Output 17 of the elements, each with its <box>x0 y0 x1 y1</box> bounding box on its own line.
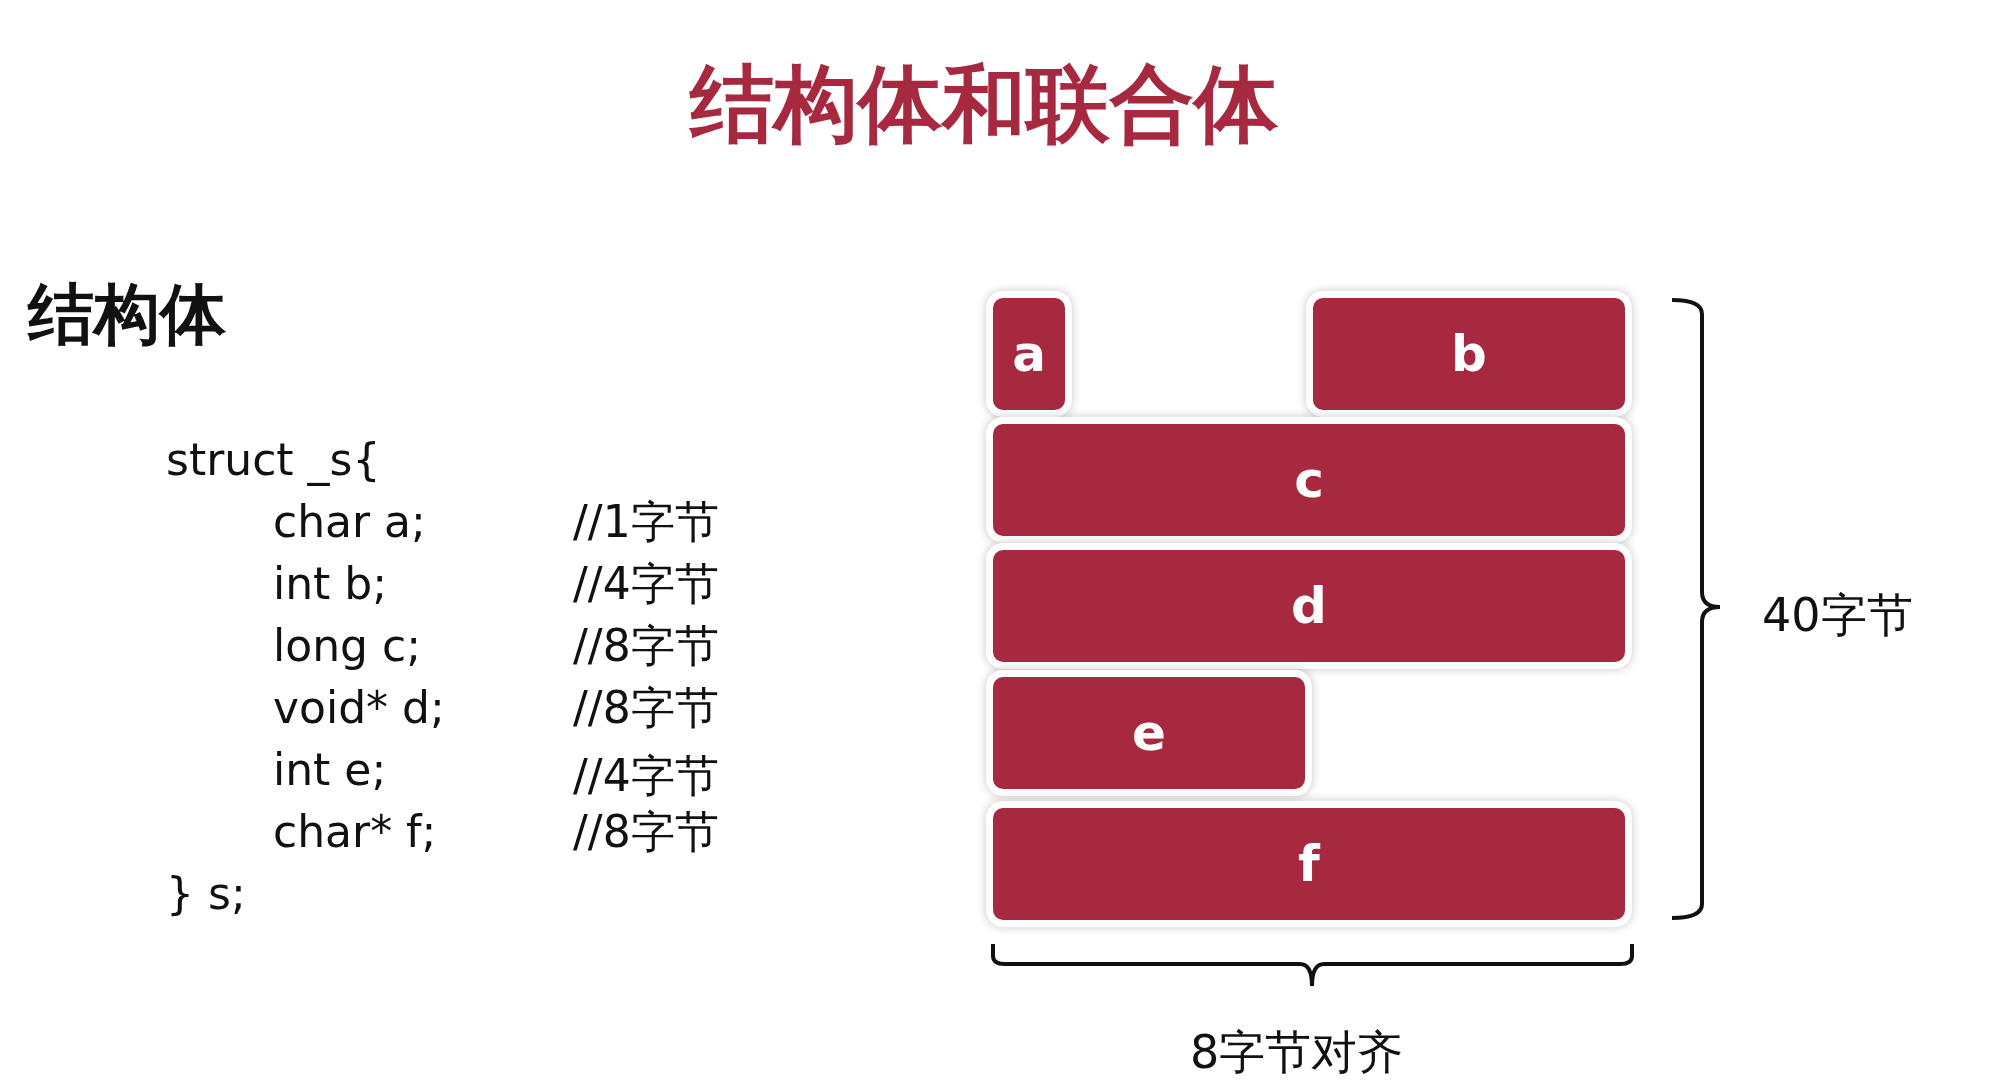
size-label: 40字节 <box>1762 587 1913 644</box>
alignment-label: 8字节对齐 <box>1190 1024 1404 1081</box>
code-comment: //4字节 <box>573 562 719 606</box>
code-line: int b; <box>273 562 388 606</box>
code-line: } s; <box>166 872 246 916</box>
code-comment: //8字节 <box>573 810 719 854</box>
section-heading: 结构体 <box>28 275 226 355</box>
code-line: int e; <box>273 748 387 792</box>
code-line: void* d; <box>273 686 445 730</box>
code-comment: //4字节 <box>573 754 719 798</box>
code-comment: //8字节 <box>573 624 719 668</box>
code-line: char a; <box>273 500 426 544</box>
title: 结构体和联合体 <box>688 54 1279 155</box>
code-line: char* f; <box>273 810 437 854</box>
code-comment: //8字节 <box>573 686 719 730</box>
code-line: long c; <box>273 624 421 668</box>
code-comment: //1字节 <box>573 500 719 544</box>
